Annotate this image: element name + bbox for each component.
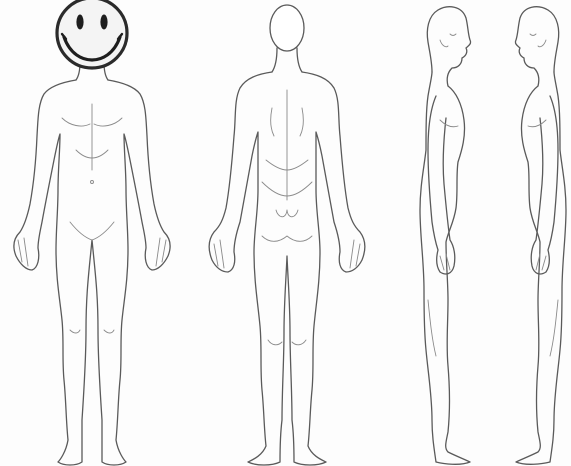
smiley-face-icon bbox=[57, 0, 127, 68]
side-view-left-figure bbox=[515, 7, 566, 465]
back-view-figure bbox=[209, 5, 365, 465]
side-view-right-figure bbox=[420, 7, 471, 465]
front-view-figure bbox=[14, 0, 170, 465]
